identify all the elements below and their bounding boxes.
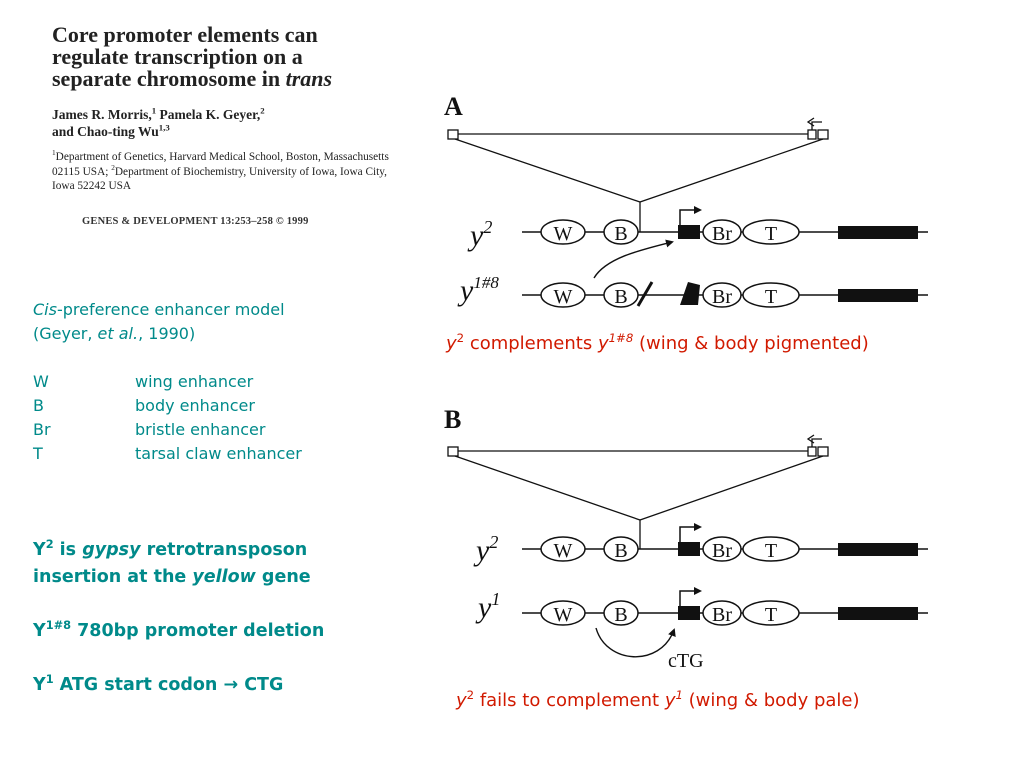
svg-text:B: B	[614, 540, 627, 562]
y1-gene-b: y1 W B Br T cTG	[475, 587, 928, 672]
t-enhancer-b1	[742, 536, 800, 562]
w-enhancer-a2	[540, 282, 586, 308]
promoter-b2	[678, 606, 700, 620]
svg-text:W: W	[554, 604, 573, 626]
trans-activation-arrow	[593, 239, 674, 279]
svg-text:W: W	[554, 540, 573, 562]
y2-label-b: y2	[473, 532, 498, 567]
svg-text:T: T	[765, 286, 777, 308]
w-enhancer-a1	[540, 219, 586, 245]
note-y18: Y1#8 780bp promoter deletion	[33, 618, 325, 641]
svg-text:Br: Br	[712, 223, 732, 245]
note-y1: Y1 ATG start codon → CTG	[33, 672, 284, 695]
deletion-mark-right	[680, 282, 700, 305]
tss-arrow-b2	[679, 587, 702, 606]
note-y2-line1: Y2 is gypsy retrotransposon	[33, 537, 308, 560]
br-enhancer-a1	[702, 219, 742, 245]
t-enhancer-a2	[742, 282, 800, 308]
coding-region-a1	[838, 226, 918, 239]
t-enhancer-a1	[742, 219, 800, 245]
y2-gene-a: y2 W B Br T	[467, 206, 928, 252]
y2-label-a: y2	[467, 217, 492, 252]
paper-title: Core promoter elements can regulate tran…	[52, 22, 333, 91]
svg-text:T: T	[765, 540, 777, 562]
y1-8-gene-a: y1#8 W B Br T	[457, 239, 928, 308]
tss-arrow-a1	[679, 206, 702, 225]
svg-text:B: B	[614, 604, 627, 626]
gypsy-element-a	[447, 117, 829, 232]
svg-text:T: T	[765, 223, 777, 245]
coding-region-b2	[838, 607, 918, 620]
coding-region-b1	[838, 543, 918, 556]
b-enhancer-a1	[603, 219, 639, 245]
w-enhancer-b1	[540, 536, 586, 562]
br-enhancer-b2	[702, 600, 742, 626]
svg-text:Br: Br	[712, 604, 732, 626]
w-enhancer-b2	[540, 600, 586, 626]
b-enhancer-b2	[603, 600, 639, 626]
br-enhancer-b1	[702, 536, 742, 562]
promoter-a1	[678, 225, 700, 239]
gypsy-element-b	[447, 434, 829, 549]
paper-affiliations: 1Department of Genetics, Harvard Medical…	[52, 148, 389, 192]
svg-text:B: B	[614, 223, 627, 245]
svg-text:B: B	[614, 286, 627, 308]
note-y2-line2: insertion at the yellow gene	[33, 567, 311, 587]
svg-text:W: W	[554, 286, 573, 308]
deletion-mark-left	[636, 281, 654, 307]
coding-region-a2	[838, 289, 918, 302]
paper-journal-citation: GENES & DEVELOPMENT 13:253–258 © 1999	[82, 216, 309, 227]
t-enhancer-b2	[742, 600, 800, 626]
br-enhancer-a2	[702, 282, 742, 308]
caption-panel-b: y2 fails to complement y1 (wing & body p…	[456, 688, 860, 711]
allele-notes: Y2 is gypsy retrotransposon insertion at…	[33, 537, 324, 699]
svg-text:Br: Br	[712, 286, 732, 308]
panel-a-label: A	[444, 92, 463, 121]
ctg-label: cTG	[668, 650, 704, 672]
model-heading: Cis-preference enhancer model (Geyer, et…	[33, 300, 285, 343]
promoter-b1	[678, 542, 700, 556]
b-enhancer-b1	[603, 536, 639, 562]
y18-label-a: y1#8	[457, 273, 499, 307]
svg-text:Br: Br	[712, 540, 732, 562]
y2-gene-b: y2 W B Br T	[473, 523, 928, 567]
b-enhancer-a2	[603, 282, 639, 308]
y1-label-b: y1	[475, 589, 500, 624]
tss-arrow-b1	[679, 523, 702, 542]
svg-text:T: T	[765, 604, 777, 626]
paper-authors: James R. Morris,1 Pamela K. Geyer,2 and …	[52, 105, 265, 139]
svg-text:W: W	[554, 223, 573, 245]
cis-activation-arrow	[595, 627, 676, 658]
caption-panel-a: y2 complements y1#8 (wing & body pigment…	[446, 331, 869, 354]
panel-b-label: B	[444, 405, 461, 434]
